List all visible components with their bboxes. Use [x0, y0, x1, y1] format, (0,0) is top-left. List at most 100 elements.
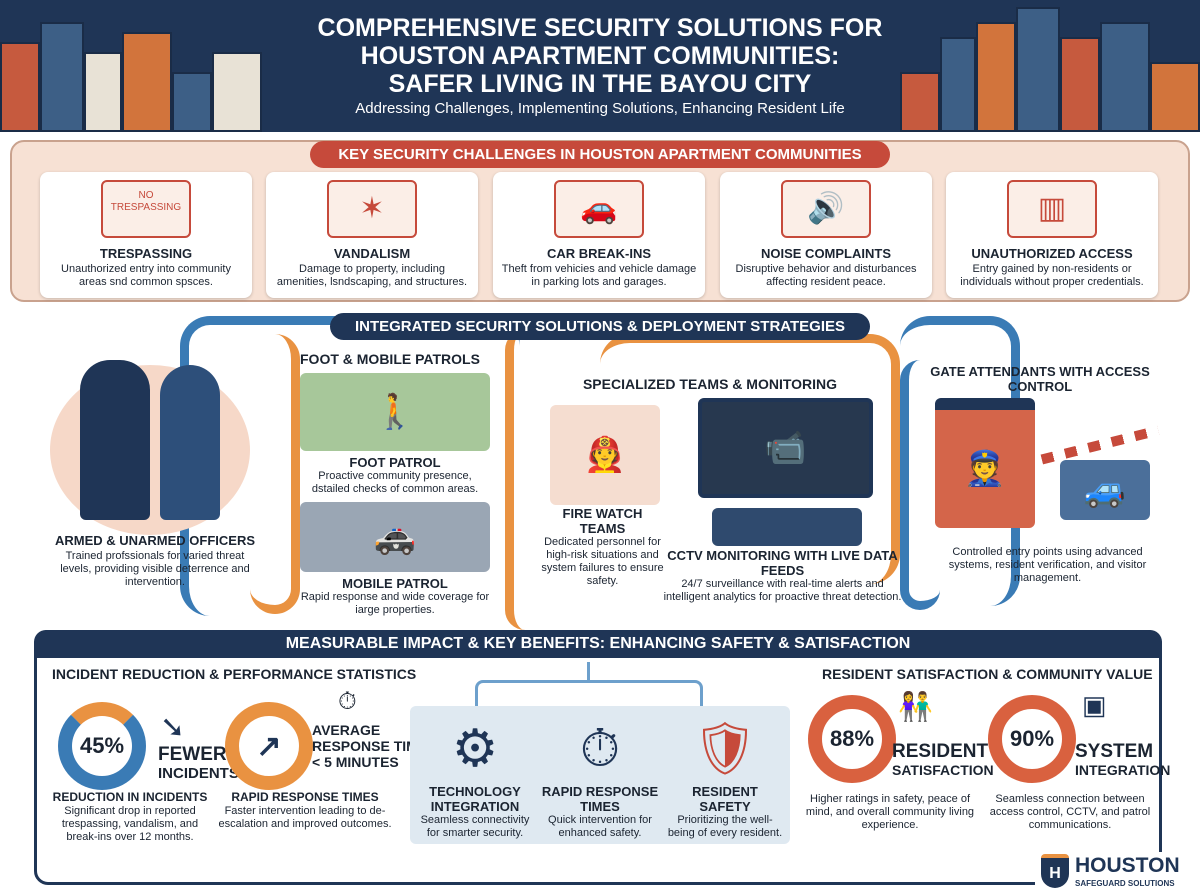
card-title: TRESPASSING [99, 246, 193, 261]
card-desc: Damage to property, including amenities,… [276, 263, 468, 288]
stat-value: 90% [1009, 726, 1055, 751]
cctv-title: CCTV MONITORING WITH LIVE DATA FEEDS [667, 548, 898, 578]
page-title: Comprehensive Security Solutions for Hou… [260, 14, 940, 98]
fire-watch-desc: Dedicated personnel for high-risk situat… [541, 536, 664, 587]
benefit-response: ⏱ RAPID RESPONSE TIMES Quick interventio… [540, 714, 660, 840]
flow-line [505, 330, 545, 630]
card-desc: Unauthorized entry into community areas … [61, 263, 231, 288]
benefit-title: RESIDENT SAFETY [692, 784, 758, 814]
stat-value: 88% [829, 726, 875, 751]
cctv-monitor-illustration: 📹 [698, 398, 873, 498]
firefighter-illustration: 🧑‍🚒 [550, 405, 660, 505]
title-line: Houston Apartment Communities: [360, 42, 840, 70]
skyline-illustration [976, 22, 1016, 132]
benefit-desc: Quick intervention for enhanced safety. [548, 814, 652, 839]
officer-figure [80, 360, 150, 520]
stopwatch-icon: ⏱ [579, 720, 621, 778]
officer-figure [160, 365, 220, 520]
foot-patrol-title: FOOT PATROL [349, 455, 441, 470]
card-title: VANDALISM [333, 246, 411, 261]
gate-keypad-icon: ▥ [1007, 180, 1097, 238]
logo-tagline: SAFEGUARD SOLUTIONS [1075, 879, 1175, 888]
gate-desc: Controlled entry points using advanced s… [948, 546, 1147, 584]
page-subtitle: Addressing Challenges, Implementing Solu… [355, 100, 845, 117]
chip-icon: ▣ [1082, 690, 1107, 720]
stat1-block: REDUCTION IN INCIDENTS Significant drop … [45, 790, 215, 844]
logo: H HOUSTON SAFEGUARD SOLUTIONS [1035, 852, 1195, 894]
title-line: Safer Living in the Bayou City [388, 70, 812, 98]
impact-right-title: RESIDENT SATISFACTION & COMMUNITY VALUE [822, 666, 1153, 682]
gear-network-icon: ⚙ [451, 720, 499, 778]
benefit-title: TECHNOLOGY INTEGRATION [429, 784, 521, 814]
satisfaction-ring: 88% [808, 695, 896, 783]
stat-label-line: INCIDENTS [158, 765, 239, 782]
card-title: UNAUTHORIZED ACCESS [971, 246, 1133, 261]
stat-desc: Significant drop in reported trespassing… [61, 805, 199, 843]
fire-watch-block: FIRE WATCH TEAMS Dedicated personnel for… [540, 506, 665, 588]
patrols-title: FOOT & MOBILE PATROLS [300, 351, 480, 367]
logo-name: HOUSTON [1075, 854, 1180, 877]
building-illustration [40, 22, 84, 132]
cctv-dashboard-illustration [712, 508, 862, 546]
challenges-title: KEY SECURITY CHALLENGES IN HOUSTON APART… [310, 141, 890, 168]
stat-title: REDUCTION IN INCIDENTS [52, 790, 208, 804]
impact-title: MEASURABLE IMPACT & KEY BENEFITS: ENHANC… [34, 630, 1162, 658]
benefit-title: RAPID RESPONSE TIMES [541, 784, 659, 814]
building-illustration [84, 52, 122, 132]
stat-label-line: < 5 MINUTES [312, 754, 399, 770]
stat-title: RAPID RESPONSE TIMES [231, 790, 379, 804]
impact-left-title: INCIDENT REDUCTION & PERFORMANCE STATIST… [52, 666, 417, 682]
benefit-desc: Prioritizing the well-being of every res… [667, 814, 783, 839]
stat-label-line: SATISFACTION [892, 762, 994, 778]
solutions-title: INTEGRATED SECURITY SOLUTIONS & DEPLOYME… [330, 313, 870, 340]
challenge-card-trespassing: NO TRESPASSING TRESPASSING Unauthorized … [40, 172, 252, 298]
card-desc: Theft from vehicies and vehicle damage i… [501, 263, 697, 288]
stat-desc: Faster intervention leading to de-escala… [218, 805, 392, 830]
connector-line [475, 680, 703, 706]
flow-line [250, 334, 300, 614]
challenge-card-car-break-ins: 🚗 CAR BREAK-INS Theft from vehicies and … [493, 172, 705, 298]
patrols-block: FOOT & MOBILE PATROLS 🚶 FOOT PATROL Proa… [300, 352, 490, 617]
building-illustration [172, 72, 212, 132]
building-illustration [122, 32, 172, 132]
trend-arrow-icon: ↗ [256, 729, 282, 763]
benefits-panel [410, 706, 790, 844]
gate-barrier-arm [1040, 425, 1160, 465]
skyline-illustration [1016, 7, 1060, 132]
stat4-desc: Seamless connection between access contr… [989, 793, 1151, 831]
gate-title: GATE ATTENDANTS WITH ACCESS CONTROL [930, 364, 1150, 394]
skyline-illustration [1100, 22, 1150, 132]
flow-line [900, 360, 940, 610]
fence-trespasser-icon: NO TRESPASSING [101, 180, 191, 238]
car-break-in-icon: 🚗 [554, 180, 644, 238]
skyline-illustration [1060, 37, 1100, 132]
skyline-illustration [940, 37, 976, 132]
stat-label-line: RESIDENT [892, 741, 989, 762]
mobile-patrol-desc: Rapid response and wide coverage for iar… [300, 591, 490, 616]
stat-label: AVERAGE RESPONSE TIME < 5 MINUTES [312, 722, 427, 770]
benefit-technology: ⚙ TECHNOLOGY INTEGRATION Seamless connec… [415, 714, 535, 840]
mobile-patrol-title: MOBILE PATROL [342, 576, 448, 591]
cctv-block: CCTV MONITORING WITH LIVE DATA FEEDS 24/… [660, 548, 905, 604]
stat-label-line: INTEGRATION [1075, 762, 1171, 778]
stopwatch-icon: ⏱ [338, 688, 357, 715]
no-trespassing-sign: NO TRESPASSING [110, 190, 182, 213]
title-line: Comprehensive Security Solutions for [317, 14, 883, 42]
fire-watch-title: FIRE WATCH TEAMS [562, 506, 643, 536]
mobile-patrol-image: 🚓 [300, 502, 490, 572]
stat-label-line: RESPONSE TIME [312, 738, 428, 754]
skyline-illustration [1150, 62, 1200, 132]
card-desc: Disruptive behavior and disturbances aff… [735, 263, 917, 288]
card-desc: Entry gained by non-residents or individ… [960, 263, 1144, 288]
broken-window-icon: ✶ [327, 180, 417, 238]
skyline-illustration [900, 72, 940, 132]
connector-line [587, 662, 590, 680]
challenge-card-unauthorized-access: ▥ UNAUTHORIZED ACCESS Entry gained by no… [946, 172, 1158, 298]
card-title: NOISE COMPLAINTS [760, 246, 891, 261]
stat-label-line: SYSTEM [1075, 741, 1154, 762]
stat-value: 45% [79, 733, 125, 758]
challenge-card-noise: 🔊 NOISE COMPLAINTS Disruptive behavior a… [720, 172, 932, 298]
building-illustration [212, 52, 262, 132]
benefit-safety: 🛡 RESIDENT SAFETY Prioritizing the well-… [665, 714, 785, 840]
